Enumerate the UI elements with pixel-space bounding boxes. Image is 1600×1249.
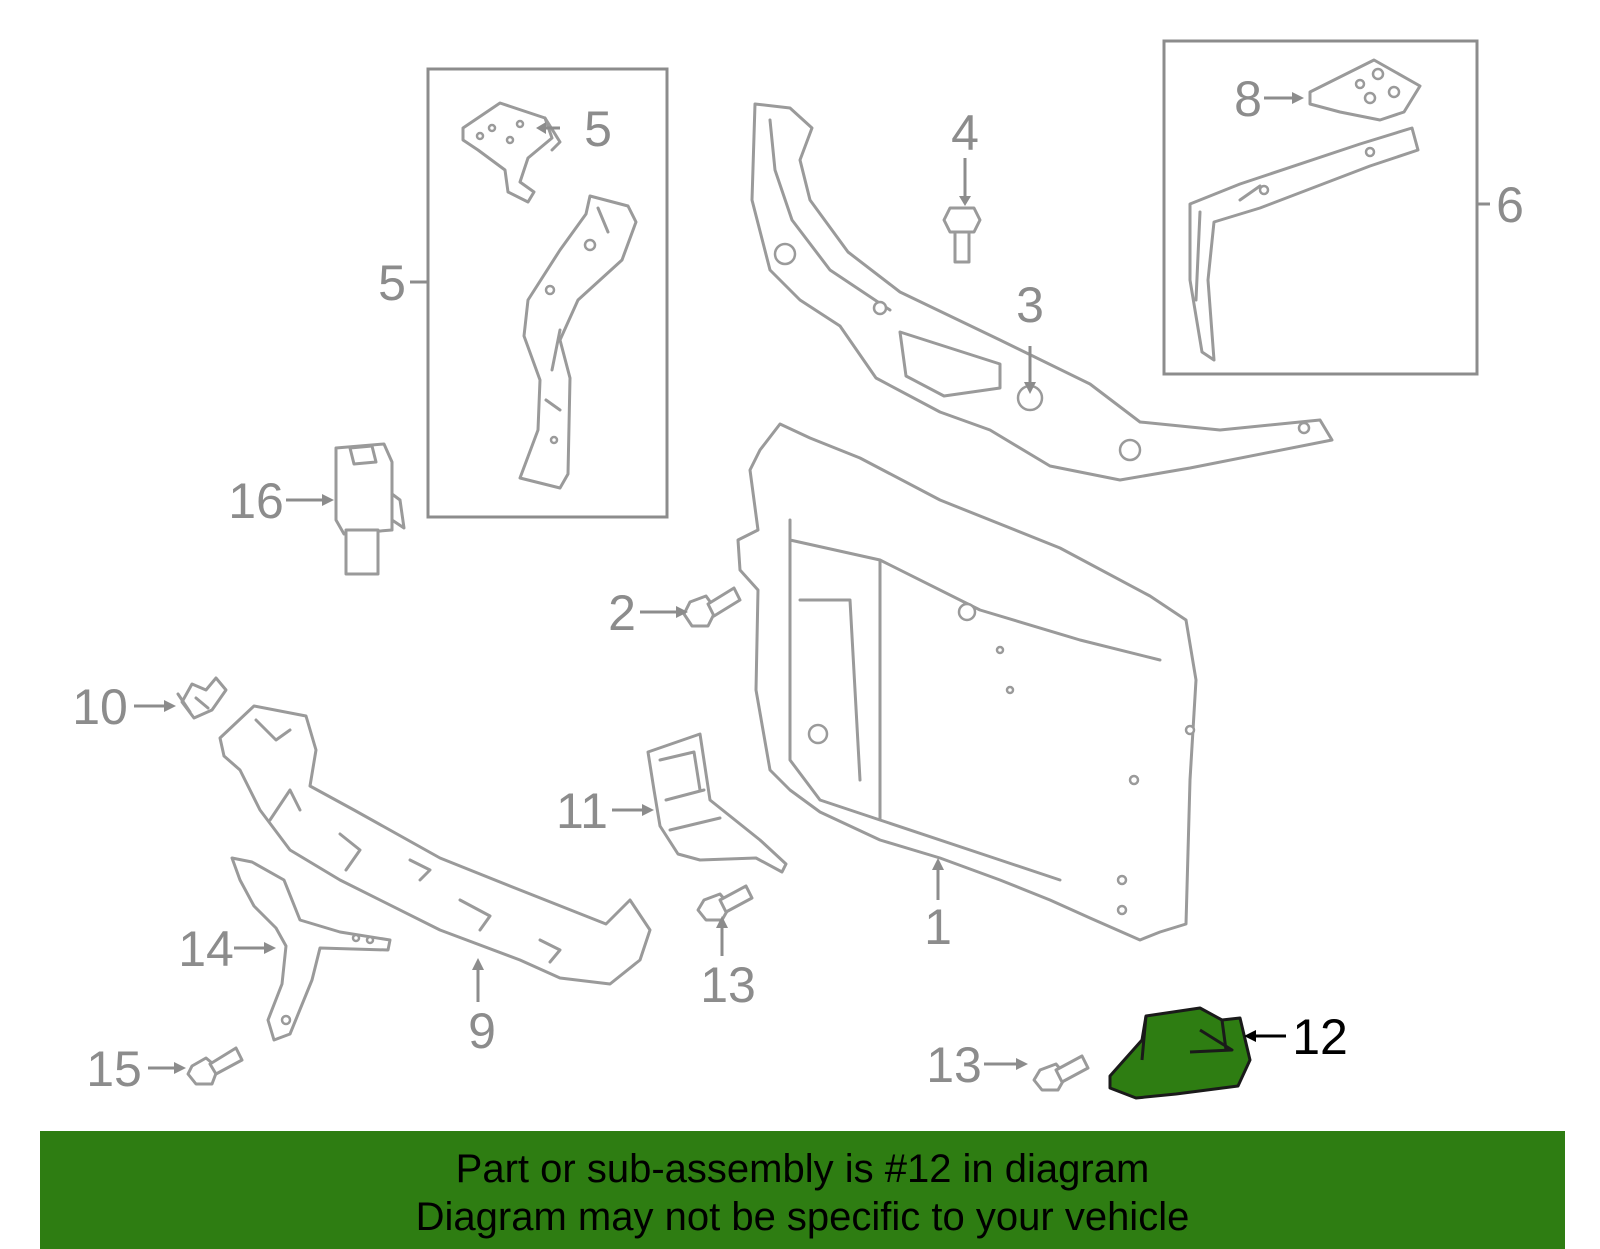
part-1-radiator-support (736, 422, 1198, 942)
callout-13-upper: 13 (700, 957, 756, 1013)
part-10-clip (176, 676, 228, 720)
part-3-upper-tie-bar (750, 102, 1334, 482)
info-banner: Part or sub-assembly is #12 in diagram D… (40, 1131, 1565, 1249)
part-8-bracket (1308, 58, 1422, 122)
banner-line-1: Part or sub-assembly is #12 in diagram (455, 1147, 1150, 1191)
callout-12: 12 (1292, 1009, 1348, 1065)
part-6-side-member (1188, 126, 1420, 362)
part-7-bracket (461, 101, 562, 204)
callout-2: 2 (608, 585, 636, 641)
callout-14: 14 (178, 921, 234, 977)
callout-13-lower: 13 (926, 1037, 982, 1093)
part-5-apron (518, 194, 638, 490)
callout-9: 9 (468, 1003, 496, 1059)
callout-1: 1 (924, 899, 952, 955)
part-11-duct (646, 732, 788, 874)
callout-4: 4 (951, 105, 979, 161)
part-16-sensor (334, 442, 406, 576)
part-15-bolt (186, 1046, 244, 1086)
part-4-bolt (942, 206, 982, 264)
callout-16: 16 (228, 473, 284, 529)
part-9-lower-tie-bar (218, 704, 652, 986)
callout-15: 15 (86, 1041, 142, 1097)
group-box-5 (426, 67, 669, 519)
callout-6: 6 (1496, 177, 1524, 233)
part-13-bolt-upper (696, 884, 754, 922)
group-box-6 (1162, 39, 1479, 376)
callout-8: 8 (1234, 71, 1262, 127)
callout-7: 5 (584, 101, 612, 157)
part-2-bolt (682, 586, 742, 628)
callout-11: 11 (556, 783, 608, 839)
callout-3: 3 (1016, 277, 1044, 333)
part-14-bracket (230, 856, 392, 1042)
callout-10: 10 (72, 679, 128, 735)
part-12-highlighted (1108, 1006, 1252, 1100)
leader-lines (134, 92, 1490, 1074)
callout-5: 5 (378, 255, 406, 311)
banner-line-2: Diagram may not be specific to your vehi… (415, 1195, 1190, 1239)
part-13-bolt-lower (1032, 1054, 1090, 1092)
